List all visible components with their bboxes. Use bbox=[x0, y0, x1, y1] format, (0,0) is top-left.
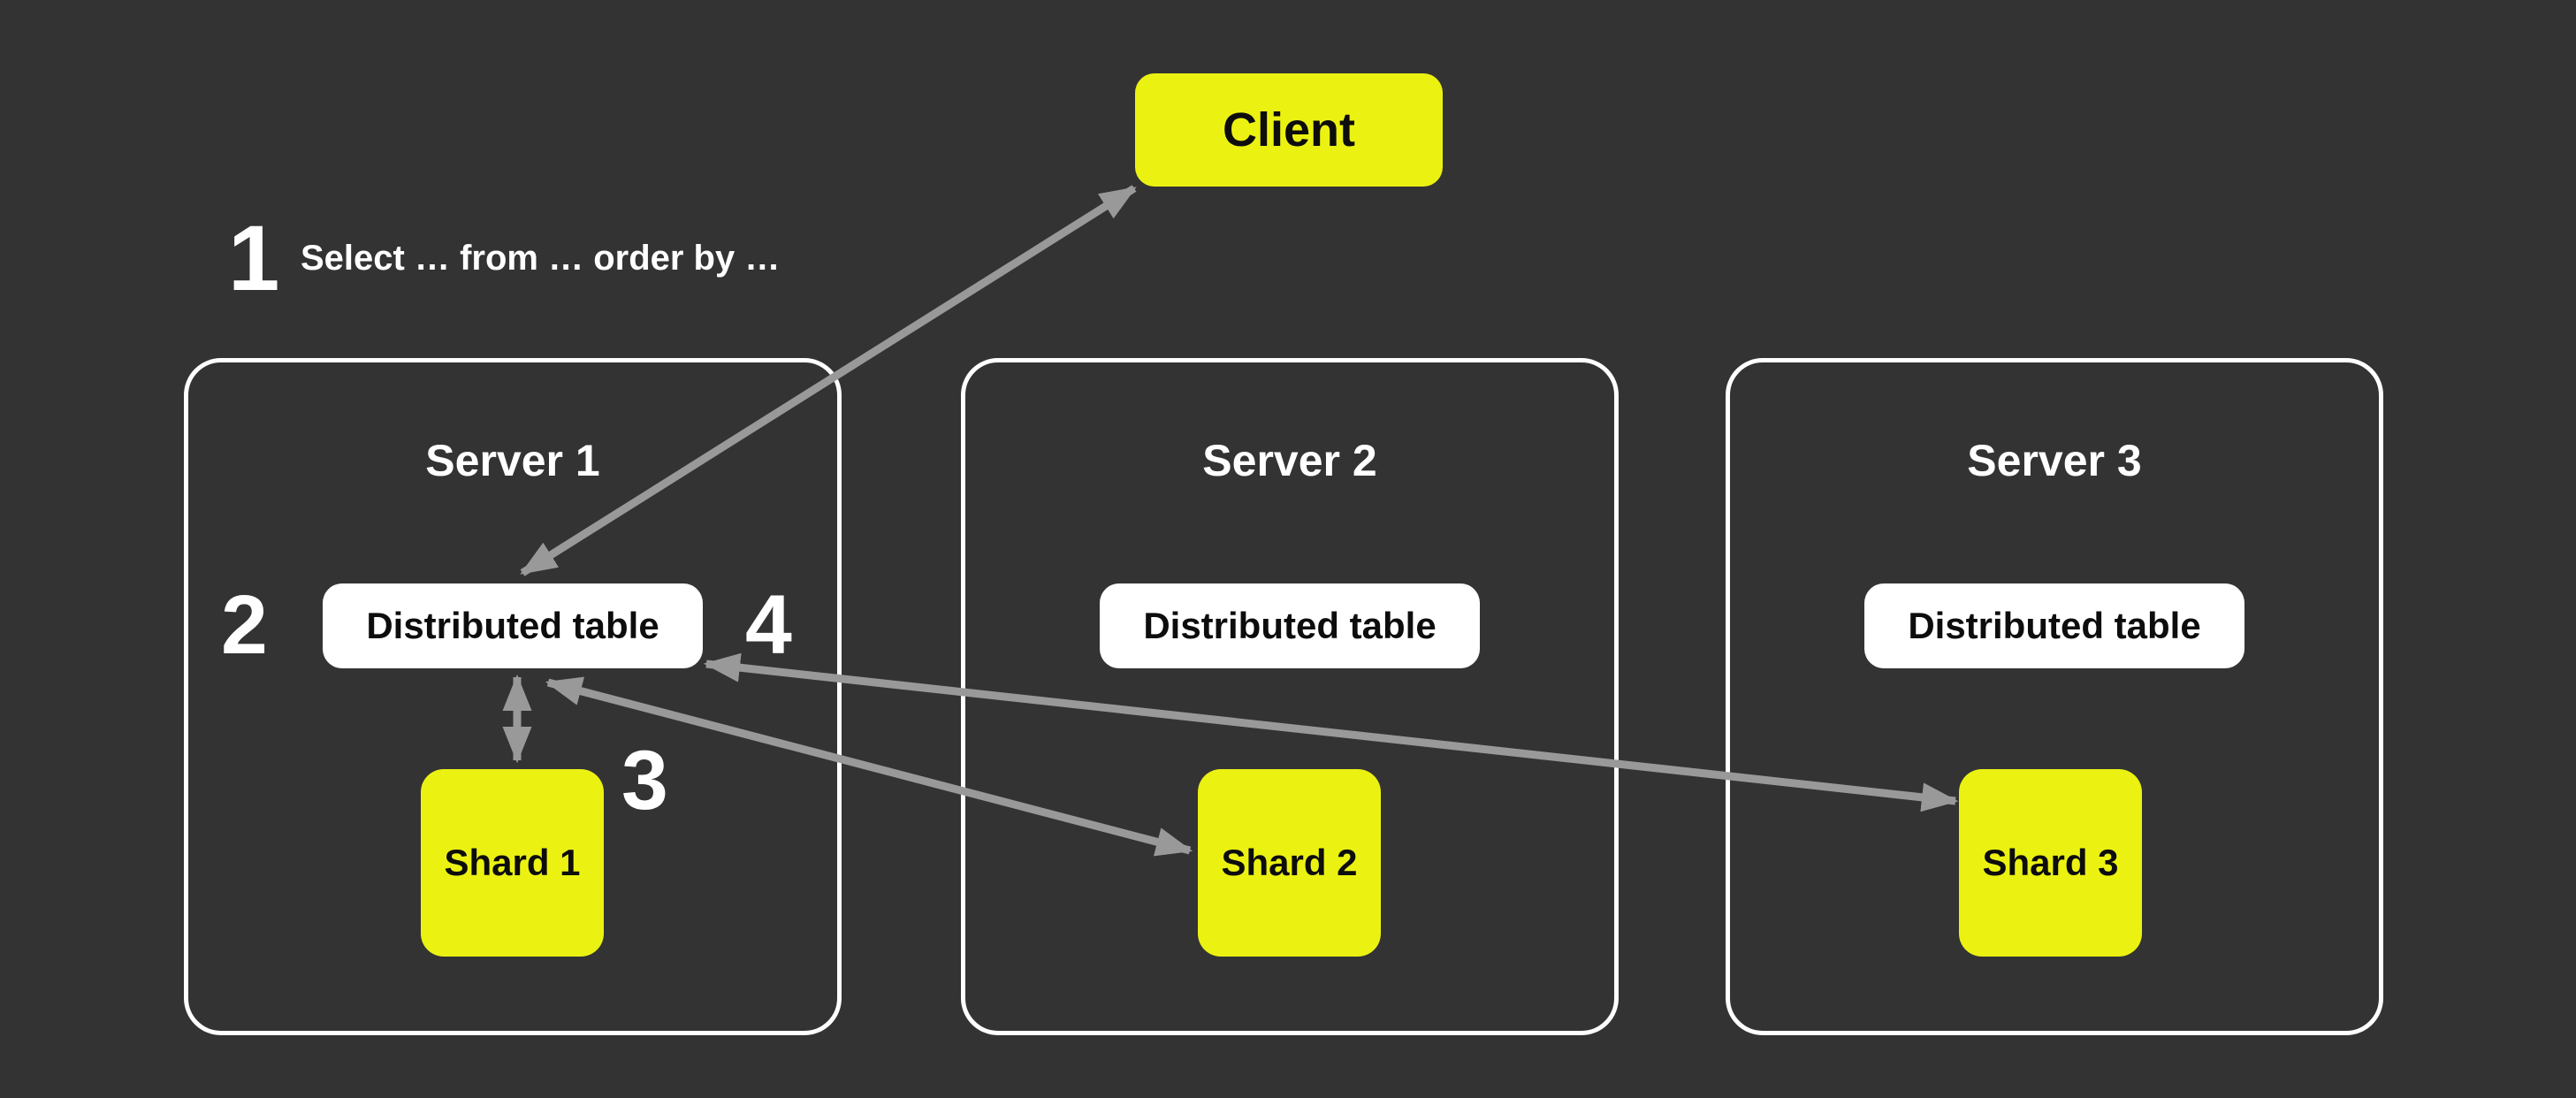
distributed-table-1-label: Distributed table bbox=[366, 605, 659, 646]
shard-3-label: Shard 3 bbox=[1982, 842, 2119, 883]
step-4-number: 4 bbox=[745, 578, 792, 672]
shard-2-node: Shard 2 bbox=[1198, 769, 1381, 957]
shard-1-label: Shard 1 bbox=[444, 842, 581, 883]
shard-1-node: Shard 1 bbox=[421, 769, 604, 957]
step-1-query-text: Select … from … order by … bbox=[301, 239, 781, 278]
shard-3-node: Shard 3 bbox=[1959, 769, 2142, 957]
distributed-table-server-3: Distributed table bbox=[1864, 583, 2244, 668]
step-2-number: 2 bbox=[221, 578, 268, 672]
distributed-table-server-1: Distributed table bbox=[323, 583, 703, 668]
step-3-number: 3 bbox=[621, 734, 668, 827]
distributed-table-2-label: Distributed table bbox=[1143, 605, 1437, 646]
distributed-table-server-2: Distributed table bbox=[1100, 583, 1480, 668]
server-2-title: Server 2 bbox=[1202, 436, 1377, 485]
distributed-table-3-label: Distributed table bbox=[1908, 605, 2201, 646]
server-3-title: Server 3 bbox=[1967, 436, 2142, 485]
shard-2-label: Shard 2 bbox=[1221, 842, 1358, 883]
step-1-number: 1 bbox=[228, 207, 280, 310]
client-node: Client bbox=[1135, 73, 1443, 187]
client-label: Client bbox=[1222, 103, 1355, 156]
server-1-title: Server 1 bbox=[425, 436, 600, 485]
